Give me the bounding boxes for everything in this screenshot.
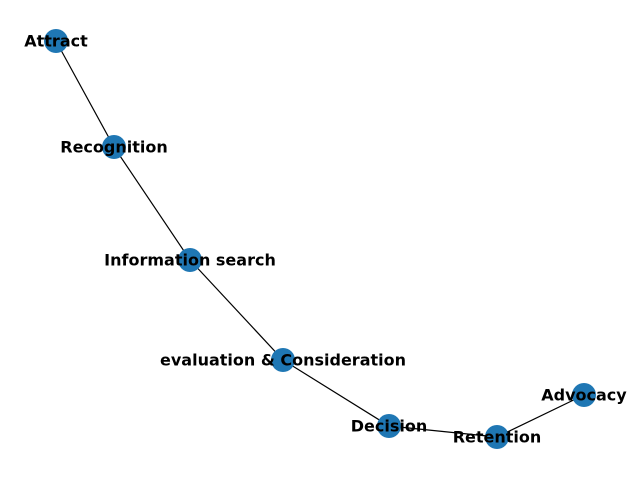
edge-evaluation-decision <box>282 359 390 427</box>
node-retention <box>485 425 509 449</box>
node-label-advocacy: Advocacy <box>541 386 627 405</box>
node-recognition <box>102 135 126 159</box>
node-label-evaluation: evaluation & Consideration <box>160 351 406 370</box>
edges-layer <box>55 40 585 438</box>
node-decision <box>377 414 401 438</box>
node-label-recognition: Recognition <box>60 138 168 157</box>
node-label-attract: Attract <box>24 32 88 51</box>
node-information-search <box>178 248 202 272</box>
edge-decision-retention <box>388 425 498 438</box>
node-attract <box>44 29 68 53</box>
edge-retention-advocacy <box>496 394 585 438</box>
edge-recognition-information_search <box>113 146 191 261</box>
edge-information_search-evaluation <box>189 259 284 361</box>
nodes-layer <box>44 29 596 449</box>
node-label-retention: Retention <box>453 428 542 447</box>
edge-attract-recognition <box>55 40 115 148</box>
node-evaluation <box>271 348 295 372</box>
node-label-information-search: Information search <box>104 251 276 270</box>
node-label-decision: Decision <box>351 417 428 436</box>
node-advocacy <box>572 383 596 407</box>
